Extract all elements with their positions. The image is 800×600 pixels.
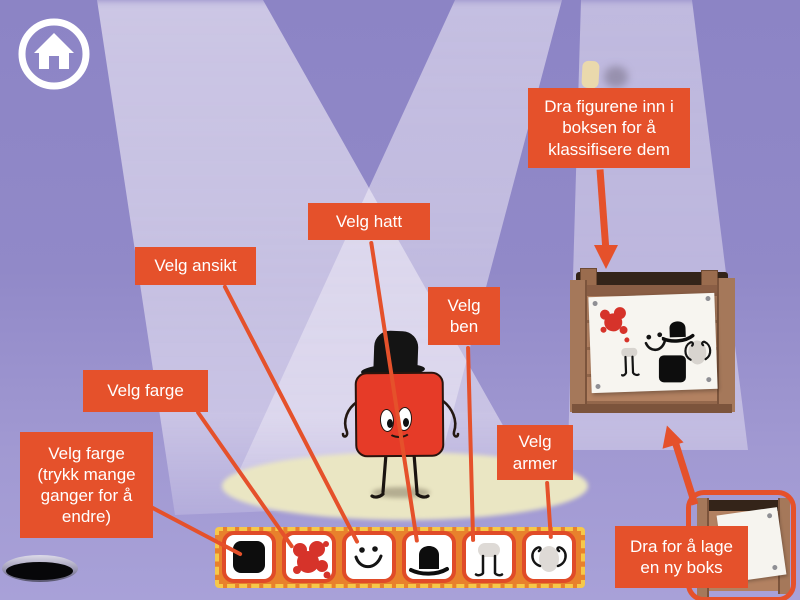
box-side-post [717, 278, 735, 412]
sign-arms-icon [684, 340, 712, 365]
toolbar-item-arms[interactable] [522, 531, 576, 583]
tooltip-drag-new-box: Dra for å lage en ny boks [615, 526, 748, 588]
home-button[interactable] [15, 15, 93, 93]
character-pupil-right [403, 418, 409, 427]
sign-legs-icon [620, 347, 640, 377]
tooltip-drag-into-box: Dra figurene inn i boksen for å klassifi… [528, 88, 690, 168]
character-pupil-left [387, 419, 393, 428]
sign-red-blob-icon [599, 307, 630, 343]
sign-hat-icon [661, 321, 695, 343]
arms-icon [531, 546, 567, 572]
box-side-post [570, 280, 587, 412]
arrow-to-box-head [594, 245, 618, 269]
small-object [581, 60, 600, 89]
character-arm-left [341, 400, 359, 438]
toolbar-item-face[interactable] [342, 531, 396, 583]
tooltip-choose-arms: Velg armer [497, 425, 573, 480]
box-bottom-edge [572, 404, 732, 413]
classification-box[interactable] [570, 268, 735, 415]
tooltip-choose-color-long: Velg farge (trykk mange ganger for å end… [20, 432, 153, 538]
smiley-face-icon [354, 546, 383, 569]
screw [706, 376, 712, 383]
tooltip-choose-face: Velg ansikt [135, 247, 256, 285]
home-circle [18, 18, 90, 90]
toolbar-item-hat[interactable] [402, 531, 456, 583]
toolbar-item-color-black[interactable] [222, 531, 276, 583]
tooltip-choose-legs: Velg ben [428, 287, 500, 345]
arrow-from-new-box-shaft [672, 442, 699, 506]
sign-black-square-icon [658, 355, 686, 383]
hole [6, 562, 73, 580]
tooltip-choose-hat: Velg hatt [308, 203, 430, 240]
screw [595, 383, 601, 390]
home-icon [34, 33, 74, 69]
black-square-icon [233, 541, 265, 573]
toolbar-item-color-red[interactable] [282, 531, 336, 583]
character-leg-left [370, 452, 388, 499]
character[interactable] [330, 325, 470, 510]
legs-icon [474, 543, 504, 577]
tooltip-choose-color: Velg farge [83, 370, 208, 412]
object-shadow [604, 66, 628, 88]
character-leg-right [412, 452, 430, 499]
character-hat [373, 330, 419, 374]
sign-face-icon [644, 332, 667, 352]
character-shadow [372, 487, 430, 498]
character-limbs [341, 399, 460, 499]
classification-sign [588, 292, 718, 394]
screw [705, 295, 711, 302]
red-blob-icon [293, 541, 331, 578]
character-arm-right [441, 399, 460, 438]
hat-icon [409, 546, 449, 576]
